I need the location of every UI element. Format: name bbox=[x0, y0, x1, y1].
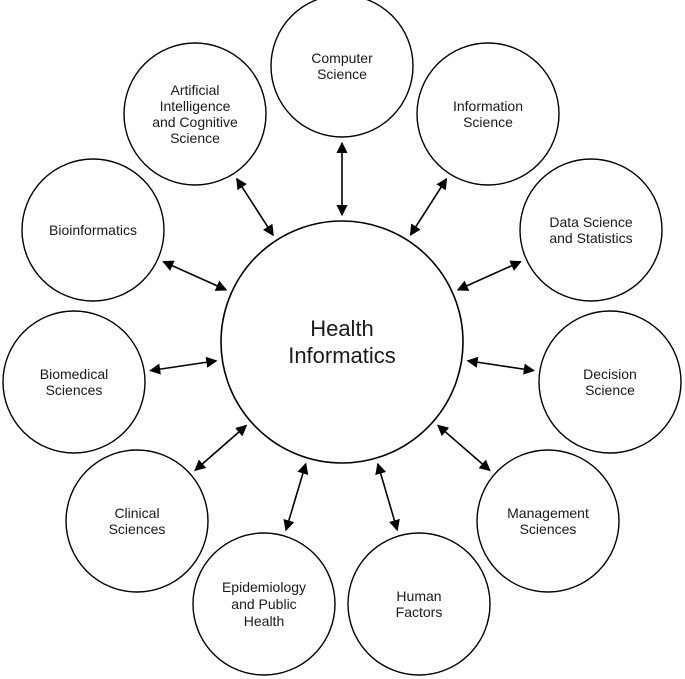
node-label: Artificial bbox=[170, 82, 219, 98]
node-label: Sciences bbox=[46, 382, 103, 398]
node-circle bbox=[416, 42, 560, 186]
node-label: Management bbox=[507, 505, 589, 521]
center-circle bbox=[220, 220, 464, 464]
center-label: Informatics bbox=[288, 343, 396, 368]
node-label: Science bbox=[170, 130, 220, 146]
link-arrow-bioinformatics bbox=[162, 260, 228, 291]
link-arrow-artificial-intelligence-and-cognitive-science bbox=[236, 177, 274, 237]
node-circle bbox=[270, 0, 414, 138]
node-circle bbox=[65, 449, 209, 593]
node-label: Clinical bbox=[114, 505, 159, 521]
node-label: Sciences bbox=[520, 521, 577, 537]
node-label: Health bbox=[244, 613, 284, 629]
node-label: Bioinformatics bbox=[49, 222, 137, 238]
node-circle bbox=[519, 158, 663, 302]
node-label: Factors bbox=[396, 604, 443, 620]
node-circle bbox=[476, 449, 620, 593]
node-label: Biomedical bbox=[40, 366, 108, 382]
node-label: and Statistics bbox=[549, 230, 632, 246]
node-circle bbox=[192, 532, 336, 676]
node-label: Decision bbox=[583, 366, 637, 382]
link-arrow-data-science-and-statistics bbox=[456, 260, 522, 291]
link-arrow-decision-science bbox=[466, 356, 535, 375]
node-label: Science bbox=[585, 382, 635, 398]
node-label: Information bbox=[453, 98, 523, 114]
node-label: Science bbox=[317, 66, 367, 82]
node-circle bbox=[538, 310, 682, 454]
node-label: and Cognitive bbox=[152, 114, 238, 130]
node-circle bbox=[2, 310, 146, 454]
link-arrow-biomedical-sciences bbox=[149, 356, 218, 375]
node-bioinformatics: Bioinformatics bbox=[21, 158, 165, 302]
link-arrow-epidemiology-and-public-health bbox=[283, 462, 309, 532]
node-label: Sciences bbox=[109, 521, 166, 537]
node-circle bbox=[21, 158, 165, 302]
node-circle bbox=[347, 532, 491, 676]
node-label: Epidemiology bbox=[222, 579, 306, 595]
link-arrow-clinical-sciences bbox=[194, 424, 248, 472]
center-label: Health bbox=[310, 316, 374, 341]
link-arrow-human-factors bbox=[375, 462, 400, 532]
node-label: Human bbox=[396, 588, 441, 604]
link-arrow-management-sciences bbox=[437, 424, 491, 472]
links-layer bbox=[149, 141, 535, 532]
node-label: Computer bbox=[311, 50, 373, 66]
node-label: Data Science bbox=[549, 214, 632, 230]
node-label: and Public bbox=[231, 596, 296, 612]
node-circle bbox=[123, 42, 267, 186]
link-arrow-information-science bbox=[409, 177, 448, 236]
node-label: Science bbox=[463, 114, 513, 130]
node-label: Intelligence bbox=[160, 98, 231, 114]
